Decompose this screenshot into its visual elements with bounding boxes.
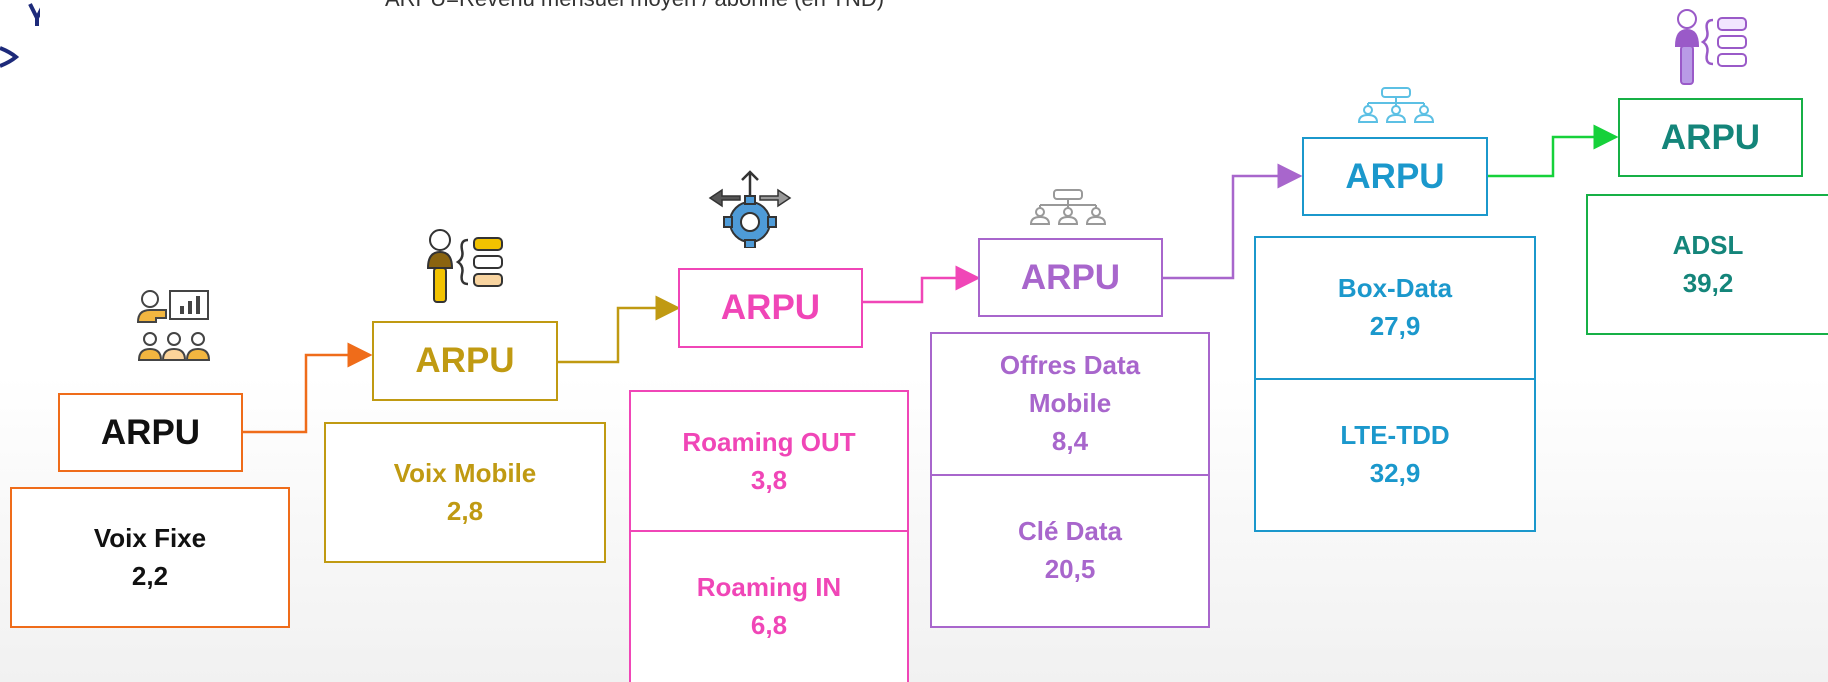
gear-arrows-icon xyxy=(708,170,792,248)
person-list-icon xyxy=(426,229,503,303)
arpu-box-data-mobile: ARPU xyxy=(978,238,1163,317)
segment-box-adsl: ADSL 39,2 xyxy=(1586,194,1828,335)
arpu-box-roaming: ARPU xyxy=(678,268,863,348)
segment-name: ADSL xyxy=(1672,229,1744,260)
segment-value: 6,8 xyxy=(750,610,788,640)
arrow-step4-to-step5 xyxy=(1163,163,1303,280)
segment-name: Roaming OUT xyxy=(682,427,856,458)
segment-value: 39,2 xyxy=(1682,267,1734,298)
arpu-label: ARPU xyxy=(720,288,821,327)
segment-value: 32,9 xyxy=(1369,458,1421,488)
presentation-audience-icon xyxy=(136,290,211,361)
segment-box-roaming: Roaming OUT 3,8 Roaming IN 6,8 xyxy=(629,390,909,682)
org-chart-icon xyxy=(1029,189,1107,225)
segment-roaming-in: Roaming IN 6,8 xyxy=(631,532,907,682)
segment-box-data-mobile: Offres Data Mobile 8,4 Clé Data 20,5 xyxy=(930,332,1210,628)
segment-name: Clé Data xyxy=(1017,516,1123,547)
arpu-label: ARPU xyxy=(1020,257,1121,297)
segment-box-box-data: Box-Data 27,9 LTE-TDD 32,9 xyxy=(1254,236,1536,532)
arrow-step3-to-step4 xyxy=(863,265,981,304)
arrow-step5-to-step6 xyxy=(1488,124,1619,178)
logo-fragment-icon xyxy=(0,3,40,68)
segment-lte-tdd: LTE-TDD 32,9 xyxy=(1256,380,1534,530)
segment-divider xyxy=(631,530,907,532)
segment-divider xyxy=(932,474,1208,476)
arpu-box-voix-mobile: ARPU xyxy=(372,321,558,401)
segment-name: Voix Mobile xyxy=(393,457,537,488)
segment-value: 2,2 xyxy=(131,560,169,591)
chart-caption: ARPU=Revenu mensuel moyen / abonné (en T… xyxy=(385,0,884,12)
segment-value: 8,4 xyxy=(1051,425,1089,456)
segment-value: 20,5 xyxy=(1044,554,1096,584)
person-list-icon xyxy=(1674,9,1747,85)
arpu-label: ARPU xyxy=(415,341,515,380)
arpu-label: ARPU xyxy=(1660,117,1761,157)
segment-value: 2,8 xyxy=(446,495,484,526)
arpu-box-voix-fixe: ARPU xyxy=(58,393,243,472)
segment-box-voix-fixe: Voix Fixe 2,2 xyxy=(10,487,290,628)
arrow-step2-to-step3 xyxy=(558,295,681,364)
segment-box-data: Box-Data 27,9 xyxy=(1256,238,1534,378)
segment-value: 27,9 xyxy=(1369,311,1421,341)
arrow-step1-to-step2 xyxy=(243,342,373,434)
org-chart-icon xyxy=(1357,87,1435,123)
segment-name: Offres Data Mobile xyxy=(999,350,1141,419)
segment-name: Box-Data xyxy=(1337,273,1453,304)
segment-value: 3,8 xyxy=(750,465,788,495)
segment-name: LTE-TDD xyxy=(1340,420,1450,451)
segment-offres-data-mobile: Offres Data Mobile 8,4 xyxy=(932,334,1208,474)
arpu-label: ARPU xyxy=(1345,156,1445,196)
segment-divider xyxy=(1256,378,1534,380)
arpu-box-box-data: ARPU xyxy=(1302,137,1488,216)
arpu-box-adsl: ARPU xyxy=(1618,98,1803,177)
arpu-label: ARPU xyxy=(100,412,201,452)
segment-name: Roaming IN xyxy=(696,572,842,603)
segment-cle-data: Clé Data 20,5 xyxy=(932,476,1208,626)
segment-roaming-out: Roaming OUT 3,8 xyxy=(631,392,907,532)
segment-box-voix-mobile: Voix Mobile 2,8 xyxy=(324,422,606,563)
segment-name: Voix Fixe xyxy=(93,522,207,553)
